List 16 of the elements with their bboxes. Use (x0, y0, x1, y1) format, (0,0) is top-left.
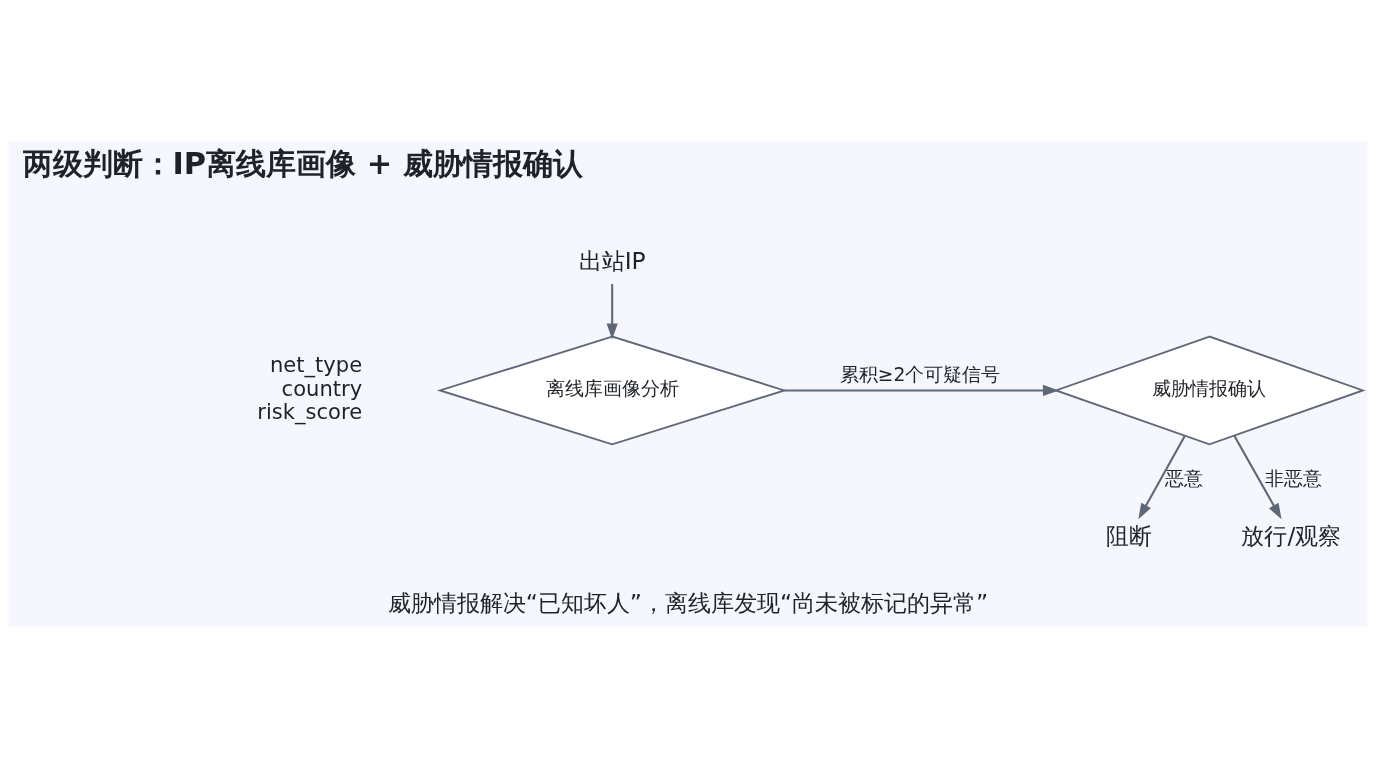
diagram-title: 两级判断：IP离线库画像 + 威胁情报确认 (22, 145, 583, 181)
caption: 威胁情报解决“已知坏人”，离线库发现“尚未被标记的异常” (387, 588, 989, 617)
node-text: 放行/观察 (1241, 521, 1342, 550)
node-label: net_type (269, 352, 363, 378)
node-diamond: 威胁情报确认 (1053, 335, 1366, 446)
arrow (1138, 435, 1186, 520)
edge-label: 非恶意 (1265, 468, 1323, 490)
edge-label: 累积≥2个可疑信号 (839, 363, 1001, 385)
node-text: 出站IP (578, 246, 646, 275)
arrow (784, 384, 1059, 397)
node-text: 阻断 (1105, 521, 1152, 550)
node-diamond: 离线库画像分析 (436, 335, 788, 446)
arrow (606, 284, 618, 340)
node-label: risk_score (257, 399, 363, 425)
edge-label: 恶意 (1164, 468, 1203, 490)
arrow (1233, 435, 1282, 520)
